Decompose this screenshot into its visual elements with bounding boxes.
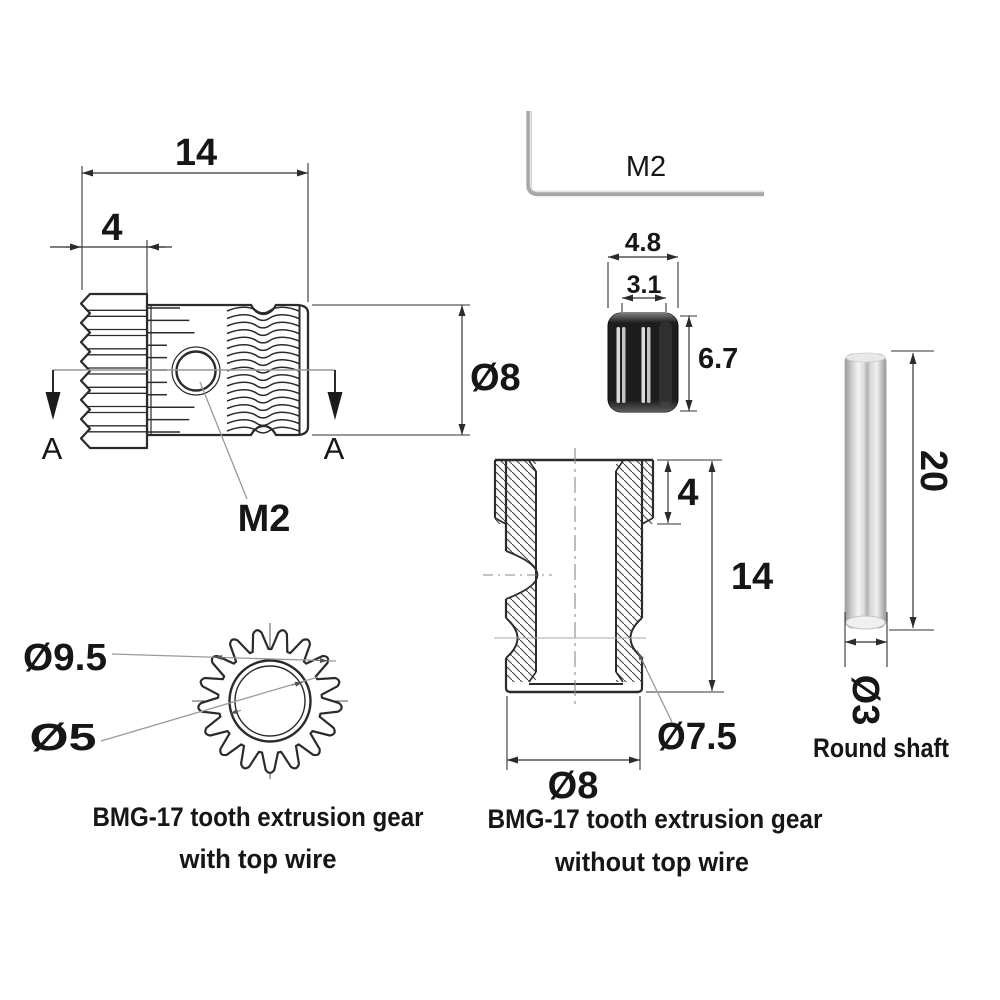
screw-hole-section-arc — [505, 550, 539, 600]
bore-chamfer — [528, 460, 537, 472]
grub-screw-figure: 4.8 3.1 6.7 — [607, 227, 738, 413]
hob-ridge-line — [226, 329, 300, 337]
grub-screw-gradient — [608, 313, 678, 412]
dim-outer-diameter: Ø8 — [470, 357, 521, 399]
hob-ridge-line — [226, 411, 300, 419]
dim-collar-height: 4 — [677, 472, 698, 514]
gear-bore-outer — [228, 659, 312, 743]
set-screw-leader — [199, 381, 248, 500]
hob-ridge-line — [226, 321, 300, 329]
bore-chamfer — [615, 460, 624, 472]
dim-grub-height: 6.7 — [698, 343, 738, 375]
allen-key-label: M2 — [626, 151, 666, 183]
section-view-drawing: 4 14 Ø7.5 Ø8 — [483, 448, 773, 807]
bore-bottom-chamfer — [528, 671, 537, 683]
left-ledge-step — [494, 517, 507, 525]
leader-arrow — [291, 681, 304, 687]
dim-groove-diameter: Ø7.5 — [657, 716, 737, 758]
caption-left-line2: with top wire — [179, 844, 337, 874]
caption-left-line1: BMG-17 tooth extrusion gear — [93, 802, 424, 832]
dim-shaft-length: 20 — [912, 450, 954, 492]
section-label-right: A — [324, 431, 345, 466]
shaft-body — [844, 353, 887, 629]
right-ledge-step — [641, 517, 654, 525]
leader-arrow — [229, 708, 242, 715]
hob-ridge-line — [226, 389, 300, 397]
bore-bottom-chamfer — [615, 671, 624, 683]
dim-front-bore-diameter: Ø5 — [30, 717, 97, 759]
hob-ridge-line — [226, 336, 300, 344]
allen-key-highlight — [529, 111, 764, 193]
hatch-right-ledge — [642, 460, 653, 524]
dim-shaft-diameter: Ø3 — [844, 675, 886, 726]
dim-front-outer-diameter: Ø9.5 — [23, 637, 107, 679]
spline-knurl-lines — [147, 307, 195, 433]
hob-ridge-line — [226, 374, 300, 382]
dim-section-outer-diameter: Ø8 — [548, 765, 599, 807]
hob-ridge-line — [226, 419, 300, 427]
dim-grub-slot-width: 3.1 — [627, 271, 662, 299]
hob-ridge-line — [226, 306, 300, 314]
dim-total-height: 14 — [731, 556, 773, 598]
set-screw-hole-outer — [171, 346, 221, 396]
dim-grub-outer-width: 4.8 — [625, 227, 661, 257]
hob-ridge-line — [226, 351, 300, 359]
section-label-left: A — [42, 431, 63, 466]
shaft-top-face — [845, 352, 886, 363]
front-view-drawing: Ø9.5 Ø5 — [23, 623, 348, 779]
hob-ridge-line — [226, 396, 300, 404]
side-gear-outline — [79, 292, 149, 450]
round-shaft-figure: 20 Ø3 Round shaft — [813, 350, 954, 763]
allen-key: M2 — [526, 111, 764, 197]
hatch-left-ledge — [495, 460, 506, 524]
allen-key-body — [526, 111, 764, 197]
hob-ridge-line — [226, 366, 300, 374]
hob-ridge-line — [226, 359, 300, 367]
dim-overall-length: 14 — [175, 132, 217, 174]
caption-right-line1: BMG-17 tooth extrusion gear — [488, 804, 823, 834]
dim-gear-width: 4 — [101, 207, 122, 249]
set-screw-hole — [175, 350, 217, 392]
hob-ridge-line — [226, 381, 300, 389]
shaft-bottom-face — [845, 615, 886, 630]
set-screw-label: M2 — [238, 498, 291, 540]
caption-right-line2: without top wire — [554, 847, 749, 877]
section-arrow-left — [45, 392, 61, 420]
round-shaft-caption: Round shaft — [813, 733, 949, 763]
groove-leader-arrow — [637, 651, 647, 669]
hobbed-teeth-lines — [226, 306, 300, 434]
bore-dia-leader — [100, 676, 319, 742]
side-view-drawing: A A 14 4 Ø8 M2 — [42, 132, 521, 540]
section-arrow-right — [327, 392, 343, 420]
hob-ridge-line — [226, 344, 300, 352]
hob-ridge-line — [226, 404, 300, 412]
drive-gear-side-view — [79, 292, 149, 450]
hob-ridge-line — [226, 314, 300, 322]
hob-ridge-line — [226, 426, 300, 434]
captions: BMG-17 tooth extrusion gear with top wir… — [93, 802, 823, 877]
